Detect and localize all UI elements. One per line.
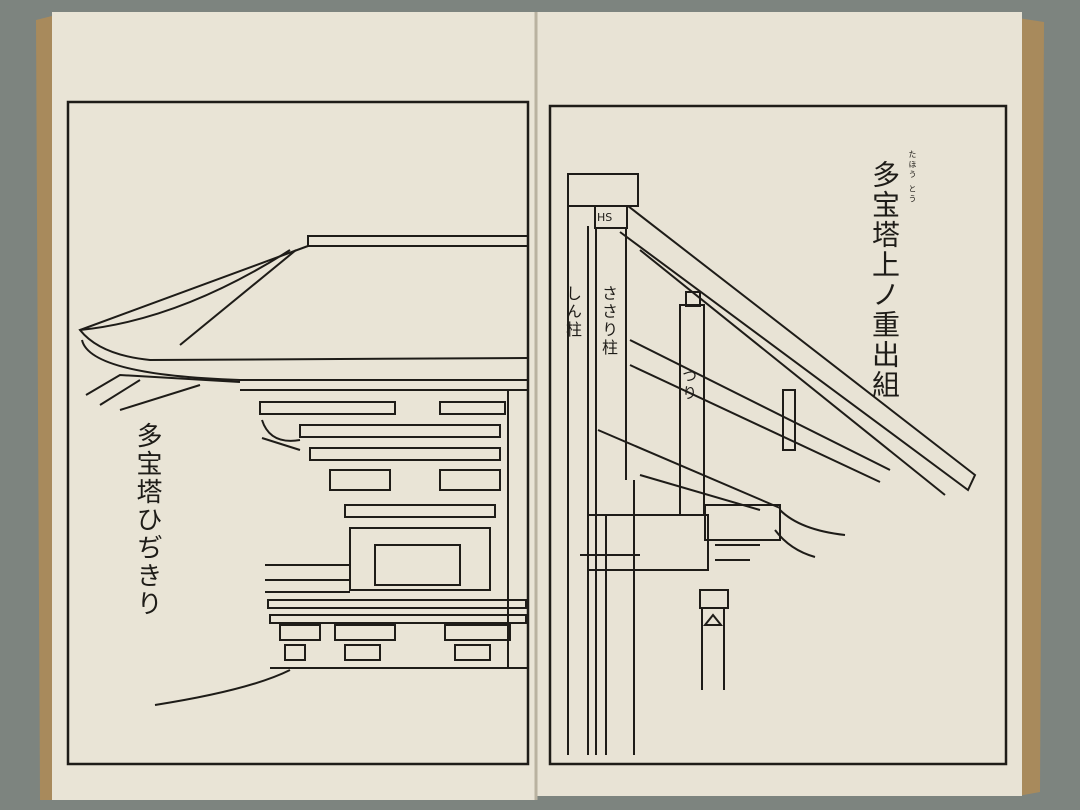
right-page-title-ruby: たほう とう <box>908 150 917 205</box>
left-page-label: 多宝塔ひぢきり <box>132 422 162 618</box>
pillar-label-tsuri: つり <box>680 368 698 402</box>
pillar-label-sasari: ささり柱 <box>599 285 618 357</box>
left-page <box>52 12 536 800</box>
pillar-label-shin: しん柱 <box>563 285 582 339</box>
block-mark: HS <box>597 211 612 224</box>
right-page-edge <box>1018 18 1044 796</box>
roof-drawing <box>78 235 529 411</box>
bracket-complex <box>154 390 528 706</box>
right-frame <box>548 104 1008 766</box>
right-page <box>536 12 1022 796</box>
pillar-drawing <box>567 173 977 755</box>
open-book: HS 多宝塔ひぢきり 多宝塔上ノ重出組 たほう とう しん柱 ささり柱 つり <box>34 10 1044 800</box>
left-frame <box>66 100 530 766</box>
right-page-title: 多宝塔上ノ重出組 <box>868 160 901 400</box>
